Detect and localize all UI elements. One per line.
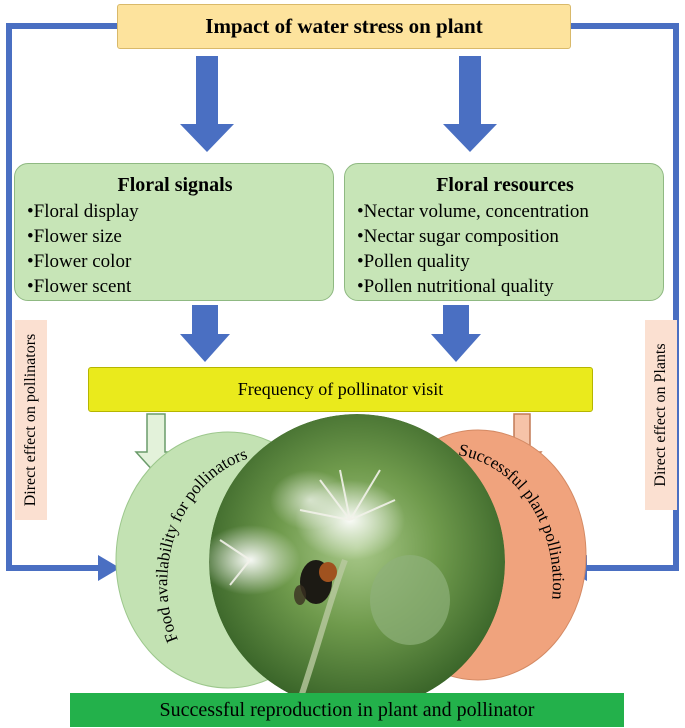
- water-stress-title: Impact of water stress on plant: [205, 14, 483, 38]
- pollinator-visit-frequency-box: Frequency of pollinator visit: [88, 367, 593, 412]
- successful-reproduction-box: Successful reproduction in plant and pol…: [70, 693, 624, 727]
- down-arrow-signals-to-frequency: [180, 305, 230, 362]
- floral-signals-item: •Flower color: [27, 251, 132, 272]
- direct-effect-plants-text: Direct effect on Plants: [652, 343, 669, 487]
- down-arrow-resources-to-frequency: [431, 305, 481, 362]
- direct-effect-pollinators-text: Direct effect on pollinators: [22, 333, 39, 507]
- floral-resources-title: Floral resources: [436, 174, 574, 196]
- bee-on-thistle-photo: [209, 414, 505, 710]
- floral-resources-item: •Nectar sugar composition: [357, 226, 559, 247]
- bee-icon: [294, 560, 337, 605]
- floral-resources-item: •Nectar volume, concentration: [357, 201, 589, 222]
- water-stress-title-box: Impact of water stress on plant: [117, 4, 571, 49]
- floral-signals-item: •Flower size: [27, 226, 122, 247]
- floral-signals-item: •Floral display: [27, 201, 139, 222]
- floral-signals-box: Floral signals •Floral display •Flower s…: [14, 163, 334, 301]
- floral-signals-title: Floral signals: [117, 174, 233, 196]
- floral-resources-item: •Pollen quality: [357, 251, 470, 272]
- down-arrow-to-signals: [180, 56, 234, 152]
- direct-effect-pollinators-label: Direct effect on pollinators: [15, 320, 47, 520]
- floral-resources-item: •Pollen nutritional quality: [357, 276, 554, 297]
- successful-reproduction-label: Successful reproduction in plant and pol…: [159, 698, 535, 721]
- floral-resources-box: Floral resources •Nectar volume, concent…: [344, 163, 664, 301]
- pollinator-visit-frequency-label: Frequency of pollinator visit: [237, 379, 444, 399]
- down-arrow-to-resources: [443, 56, 497, 152]
- left-feedback-arrowhead: [98, 555, 120, 581]
- floral-signals-item: •Flower scent: [27, 276, 132, 297]
- direct-effect-plants-label: Direct effect on Plants: [645, 320, 677, 510]
- right-feedback-line: [571, 23, 679, 571]
- left-feedback-line: [6, 23, 117, 571]
